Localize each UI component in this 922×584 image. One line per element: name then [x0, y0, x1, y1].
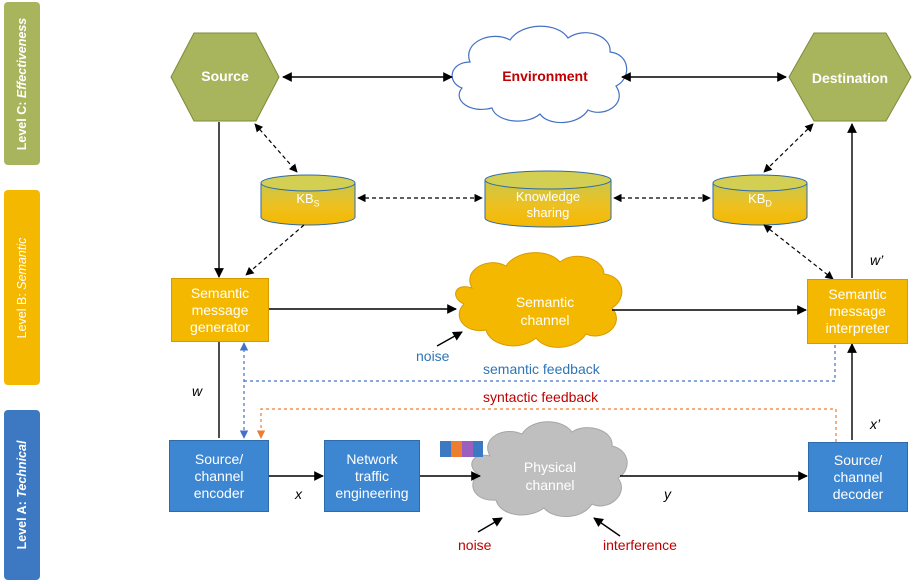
level-c-bar: Level C: Effectiveness [4, 2, 40, 165]
solid-arrows [214, 72, 857, 537]
noise-semantic-label: noise [416, 348, 450, 364]
w-prime-label: w’ [870, 252, 884, 268]
physical-channel-cloud [471, 421, 628, 517]
arrow-interference [593, 517, 621, 537]
kb-d-label: KBD [748, 191, 772, 209]
packet-icon [440, 441, 483, 457]
level-a-bar: Level A: Technical [4, 410, 40, 580]
x-prime-label: x’ [870, 416, 881, 432]
interference-label: interference [603, 537, 677, 553]
y-label: y [664, 486, 671, 502]
source-hexagon [170, 32, 280, 122]
semantic-channel-cloud [455, 252, 623, 348]
kb-s-label: KBS [296, 191, 320, 209]
w-label: w [192, 383, 203, 399]
syntactic-feedback-line [256, 408, 837, 442]
syntactic-feedback-label: syntactic feedback [483, 389, 599, 405]
environment-cloud [451, 25, 628, 124]
arrow-noise-physical [477, 517, 503, 533]
semantic-feedback-line [239, 342, 836, 439]
destination-hexagon [788, 32, 912, 122]
knowledge-sharing-cylinder [484, 170, 612, 228]
semantic-feedback-label: semantic feedback [483, 361, 600, 377]
noise-physical-label: noise [458, 537, 492, 553]
dashed-arrows [245, 123, 834, 280]
x-label: x [295, 486, 302, 502]
level-b-bar: Level B: Semantic [4, 190, 40, 385]
destination-label: Destination [811, 70, 889, 86]
environment-label: Environment [502, 68, 588, 84]
arrow-noise-semantic [436, 331, 463, 347]
kb-d-cylinder [712, 174, 808, 226]
kb-s-cylinder [260, 174, 356, 226]
source-label: Source [201, 68, 249, 84]
